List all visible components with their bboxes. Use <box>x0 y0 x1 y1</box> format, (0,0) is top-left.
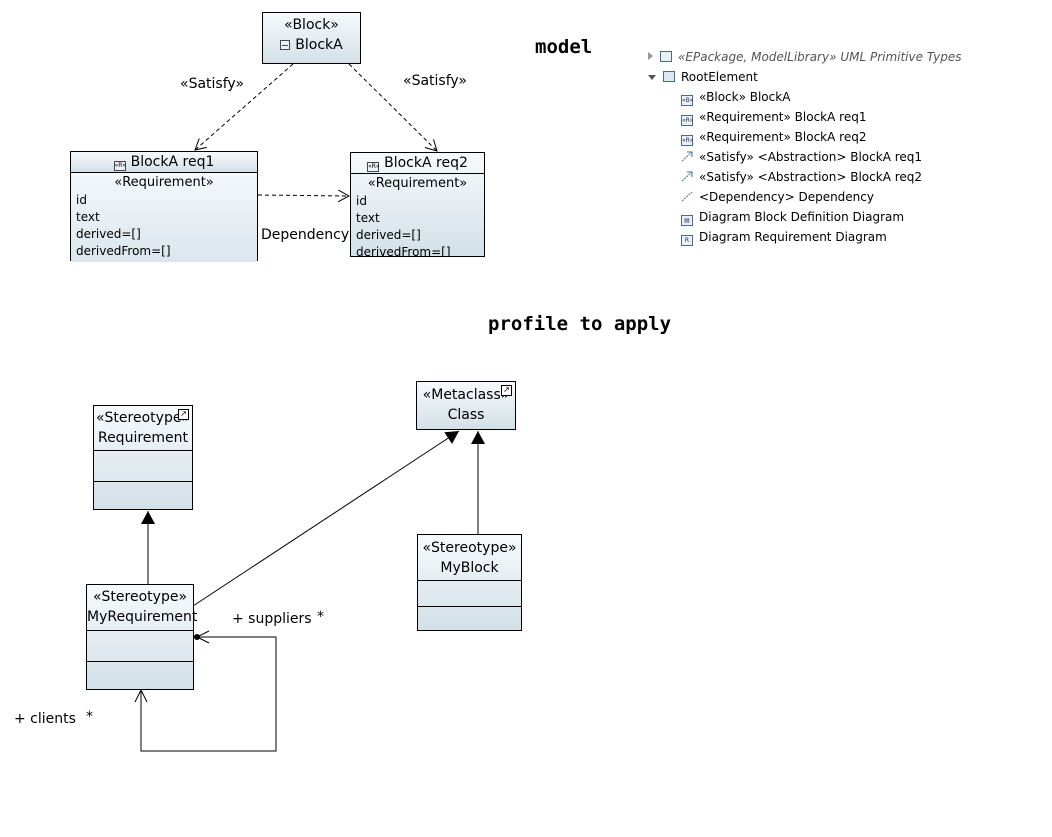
stereotype-myrequirement-node[interactable]: «Stereotype» MyRequirement <box>86 584 198 690</box>
tree-item-rootelement[interactable]: RootElement <box>648 67 758 87</box>
block-a-stereotype: «Block» <box>284 17 339 33</box>
association-clients-multiplicity: * <box>86 709 93 725</box>
shortcut-icon: ↗ <box>178 409 189 420</box>
stereotype-requirement-name: Requirement <box>97 430 189 446</box>
profile-heading: profile to apply <box>488 313 672 335</box>
satisfy-label-right: «Satisfy» <box>403 73 467 89</box>
expand-collapsed-icon[interactable] <box>648 52 653 60</box>
requirement-req1-node[interactable]: «R»BlockA req1 «Requirement» id text der… <box>70 151 258 262</box>
association-clients-label: + clients <box>14 711 76 727</box>
block-icon <box>280 40 291 50</box>
metaclass-class-keyword: «Metaclass» <box>422 387 510 403</box>
association-suppliers-label: + suppliers <box>232 611 312 627</box>
model-explorer-tree: «EPackage, ModelLibrary» UML Primitive T… <box>648 47 1048 252</box>
stereotype-myblock-keyword: «Stereotype» <box>422 540 517 556</box>
dependency-edge[interactable] <box>257 195 349 196</box>
requirement-req2-node[interactable]: «R» BlockA req2 «Requirement» id text der… <box>350 152 485 257</box>
association-clients-arrowhead <box>134 688 148 703</box>
stereotype-requirement-keyword: «Stereotype» <box>95 410 191 426</box>
dependency-label: Dependency <box>261 227 350 243</box>
operations-compartment <box>87 661 193 690</box>
tree-item-requirement-req1[interactable]: «R»«Requirement» BlockA req1 <box>681 110 867 126</box>
req1-attr-id: id <box>76 193 87 207</box>
stereotype-requirement-node[interactable]: ↗ «Stereotype» Requirement <box>93 405 193 510</box>
req2-attr-derivedfrom: derivedFrom=[] <box>356 245 451 257</box>
association-self-edge[interactable] <box>140 636 277 752</box>
req1-attr-text: text <box>76 210 100 224</box>
bdd-diagram-icon: ▤ <box>681 215 693 226</box>
requirement-icon: «R» <box>367 162 380 172</box>
req2-attr-id: id <box>356 194 367 208</box>
req1-attr-derivedfrom: derivedFrom=[] <box>76 244 171 258</box>
req2-name: BlockA req2 <box>384 155 468 171</box>
metaclass-class-node[interactable]: ↗ «Metaclass» Class <box>416 381 516 430</box>
satisfy-icon <box>681 151 693 162</box>
association-suppliers-arrowhead <box>195 630 210 644</box>
extension-myrequirement-class[interactable] <box>192 430 460 607</box>
satisfy-label-left: «Satisfy» <box>180 76 244 92</box>
model-heading: model <box>535 36 593 58</box>
req1-stereotype: «Requirement» <box>114 175 214 190</box>
dependency-icon <box>681 191 693 202</box>
folder-icon <box>663 71 675 82</box>
req1-name: BlockA req1 <box>130 154 215 170</box>
operations-compartment <box>94 481 192 510</box>
satisfy-icon <box>681 171 693 182</box>
tree-item-satisfy-req1[interactable]: «Satisfy» <Abstraction> BlockA req1 <box>681 147 922 167</box>
attributes-compartment <box>418 580 521 606</box>
satisfy-edge-left[interactable] <box>195 63 294 150</box>
requirement-icon: «R» <box>681 115 694 126</box>
attributes-compartment <box>87 630 193 661</box>
block-a-name: BlockA <box>295 37 343 53</box>
expand-expanded-icon[interactable] <box>648 75 656 80</box>
tree-item-dependency[interactable]: <Dependency> Dependency <box>681 187 874 207</box>
req2-attr-derived: derived=[] <box>356 228 421 242</box>
shortcut-icon: ↗ <box>501 385 512 396</box>
req1-attr-derived: derived=[] <box>76 227 141 241</box>
tree-item-bdd-diagram[interactable]: ▤Diagram Block Definition Diagram <box>681 207 904 227</box>
association-suppliers-multiplicity: * <box>317 609 324 625</box>
tree-item-primitive-types[interactable]: «EPackage, ModelLibrary» UML Primitive T… <box>648 47 961 67</box>
requirement-icon: «R» <box>113 161 127 171</box>
stereotype-myblock-node[interactable]: «Stereotype» MyBlock <box>417 534 522 631</box>
req-diagram-icon: R <box>681 235 693 246</box>
stereotype-myblock-name: MyBlock <box>440 560 499 576</box>
tree-item-requirement-req2[interactable]: «R»«Requirement» BlockA req2 <box>681 130 867 146</box>
req2-attr-text: text <box>356 211 380 225</box>
req2-stereotype: «Requirement» <box>367 176 468 191</box>
operations-compartment <box>418 606 521 631</box>
stereotype-myrequirement-name: MyRequirement <box>87 609 198 625</box>
block-a-node[interactable]: «Block» BlockA <box>262 12 361 64</box>
package-icon <box>660 51 672 62</box>
attributes-compartment <box>94 450 192 481</box>
stereotype-myrequirement-keyword: «Stereotype» <box>92 589 188 605</box>
block-icon: «B» <box>681 95 694 106</box>
metaclass-class-name: Class <box>447 407 485 423</box>
tree-item-satisfy-req2[interactable]: «Satisfy» <Abstraction> BlockA req2 <box>681 167 922 187</box>
tree-item-block-blocka[interactable]: «B»«Block» BlockA <box>681 90 791 106</box>
requirement-icon: «R» <box>681 135 694 146</box>
